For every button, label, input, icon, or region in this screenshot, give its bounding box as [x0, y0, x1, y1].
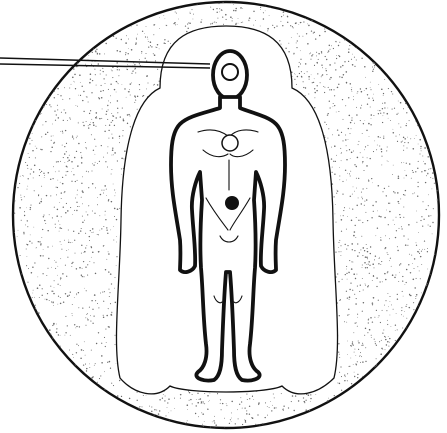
heart-center-circle — [222, 135, 238, 151]
lower-center-dot — [225, 196, 239, 210]
crown-center-circle — [222, 64, 238, 80]
